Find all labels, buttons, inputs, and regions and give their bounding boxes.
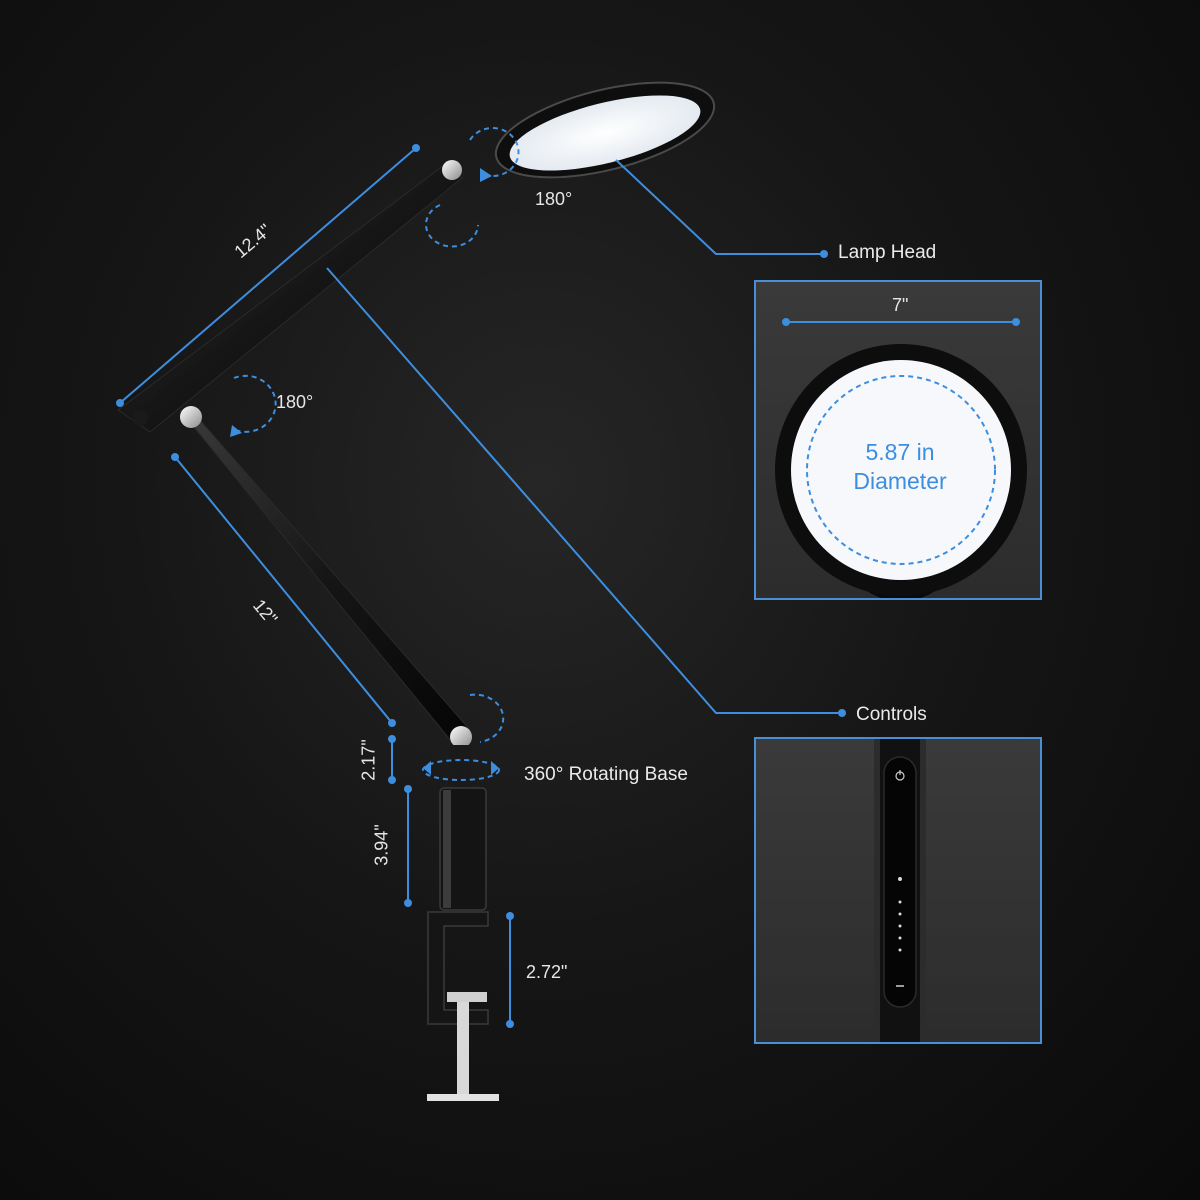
rotation-arrows bbox=[233, 127, 520, 781]
lamp-head-graphic bbox=[494, 81, 716, 179]
head-width-dimension: 7" bbox=[892, 295, 909, 315]
base-graphic bbox=[427, 745, 499, 1101]
lamp-head-detail-panel: 7" 5.87 in Diameter bbox=[754, 280, 1042, 600]
controls-detail-panel bbox=[754, 737, 1042, 1044]
clamp-opening-dimension: 2.72" bbox=[526, 962, 568, 982]
elbow-rotation-label: 180° bbox=[276, 392, 314, 412]
diameter-value: 5.87 in bbox=[865, 439, 935, 465]
diameter-caption: Diameter bbox=[853, 467, 947, 494]
column-height-dimension: 3.94" bbox=[371, 824, 392, 866]
dimension-endpoints bbox=[116, 144, 846, 1028]
power-icon bbox=[895, 770, 905, 781]
joint-height-dimension: 2.17" bbox=[358, 739, 379, 781]
brightness-dots-icon bbox=[898, 877, 902, 952]
lamp-head-front-view bbox=[775, 318, 1027, 598]
diameter-label: 5.87 in Diameter bbox=[800, 438, 1000, 496]
rotating-base-label: 360° Rotating Base bbox=[524, 764, 688, 785]
dimension-lines bbox=[119, 147, 842, 1024]
rotation-arrowheads bbox=[230, 168, 499, 775]
control-strip bbox=[874, 739, 926, 1042]
upper-arm-graphic bbox=[117, 160, 463, 433]
lamp-head-label: Lamp Head bbox=[838, 242, 937, 263]
lower-arm-graphic bbox=[179, 406, 472, 748]
controls-label: Controls bbox=[856, 704, 927, 725]
head-rotation-label: 180° bbox=[535, 189, 573, 209]
